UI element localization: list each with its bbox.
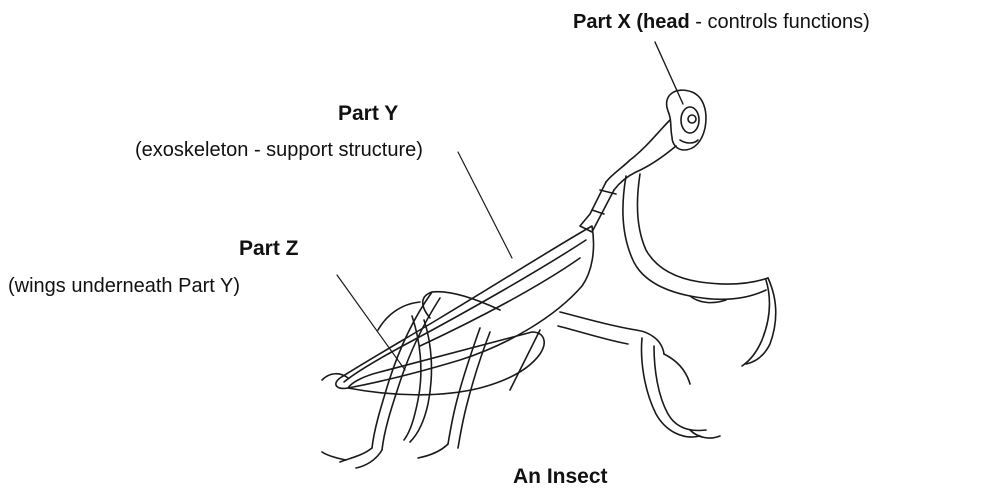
label-part-z-name: Part Z [239,238,299,259]
mantis-head [667,90,706,150]
leader-line-part-y [458,152,512,258]
label-part-z-desc: (wings underneath Part Y) [8,276,240,296]
mantis-prothorax [606,120,670,182]
label-part-y-name: Part Y [338,103,398,124]
leader-line-part-z [337,275,405,370]
mantis-eye-pupil [688,115,696,123]
label-part-x-name: Part X [573,11,631,33]
label-part-x-desc: - controls functions) [690,11,870,33]
label-part-x-open: (head [636,11,689,33]
label-part-x: Part X (head - controls functions) [573,12,870,32]
mantis-middle-leg [378,302,420,330]
label-part-y-desc: (exoskeleton - support structure) [135,140,423,160]
mantis-wing-cover [336,226,594,388]
caption: An Insect [513,466,608,487]
